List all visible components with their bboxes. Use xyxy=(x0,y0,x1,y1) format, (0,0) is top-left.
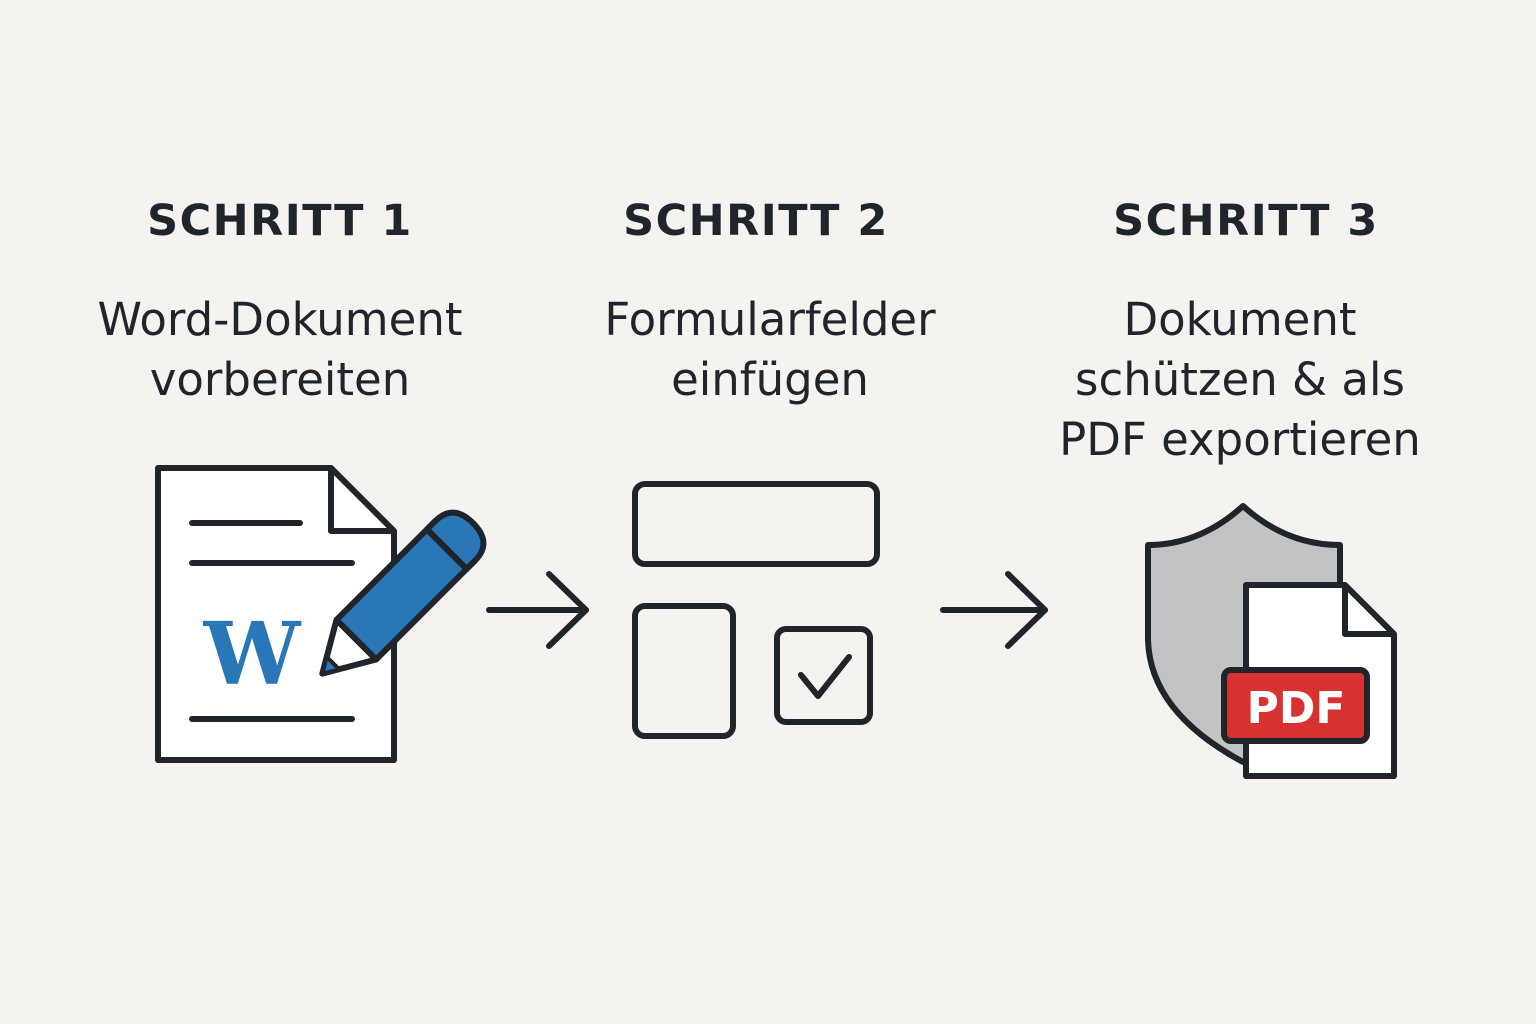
step-1-line-1: Word-Dokument xyxy=(97,293,463,346)
document-fold xyxy=(328,468,394,534)
step-2-line-1: Formularfelder xyxy=(604,293,936,346)
step-2-line-2: einfügen xyxy=(671,353,869,406)
word-badge: W xyxy=(203,604,302,705)
step-3-heading: SCHRITT 3 xyxy=(1113,196,1379,246)
checkbox-shape xyxy=(774,626,873,725)
step-2-description: Formularfelder einfügen xyxy=(540,290,1000,410)
step-1-description: Word-Dokument vorbereiten xyxy=(60,290,500,410)
text-field-shape xyxy=(632,481,880,567)
checkmark-icon xyxy=(798,654,852,699)
text-area-shape xyxy=(632,603,736,739)
step-1-heading: SCHRITT 1 xyxy=(147,196,413,246)
step-3-line-2: schützen & als xyxy=(1075,353,1405,406)
step-2-heading: SCHRITT 2 xyxy=(623,196,889,246)
pdf-badge xyxy=(1221,667,1370,744)
word-document-pencil-icon: W xyxy=(155,465,487,763)
pdf-badge-label: PDF xyxy=(1247,683,1346,734)
step-3-description: Dokument schützen & als PDF exportieren xyxy=(1020,290,1460,470)
arrow-right-icon xyxy=(940,571,1048,649)
step-3-line-3: PDF exportieren xyxy=(1059,413,1421,466)
arrow-right-icon xyxy=(486,571,589,649)
pdf-document-fold xyxy=(1342,585,1394,637)
pencil xyxy=(319,509,487,677)
step-3-line-1: Dokument xyxy=(1123,293,1357,346)
shield-pdf-icon: PDF xyxy=(1145,503,1397,779)
step-1-line-2: vorbereiten xyxy=(149,353,411,406)
form-fields-icon xyxy=(632,481,880,739)
